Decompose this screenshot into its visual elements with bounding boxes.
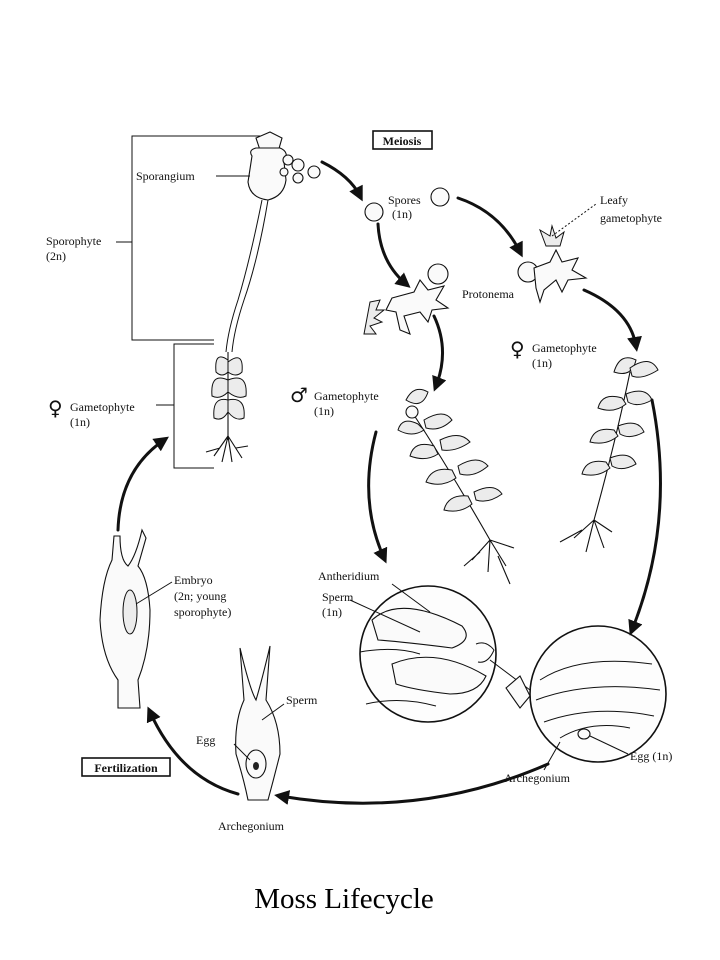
fertilization-label: Fertilization [94,761,158,775]
sperm-label: Sperm [286,693,318,707]
archegonium-fertilization [235,645,281,801]
leafy-gametophyte-label-1: Leafy [600,193,628,207]
leafy-gametophyte-leader [551,203,597,237]
archegonium-zoom-circle [505,625,667,763]
cycle-arrows [116,160,662,805]
sperm-zoom-ploidy: (1n) [322,605,342,619]
female-symbol-left: ♀ [48,396,63,420]
released-spores [279,154,321,184]
archegonium-bottom-label: Archegonium [218,819,285,833]
fertilization-box [81,757,171,777]
female-symbol-right: ♀ [510,337,525,361]
sporophyte-ploidy: (2n) [46,249,66,263]
sporophyte-bracket [131,135,264,341]
antheridium-zoom-circle [359,585,497,723]
embryo-leader [135,581,173,605]
leafy-gametophyte-label-2: gametophyte [600,211,662,225]
female-gametophyte-right-label: Gametophyte [532,341,597,355]
embryo-label-1: Embryo [174,573,213,587]
female-gametophyte-plant-right [559,357,659,553]
sporophyte-plant [225,131,287,353]
female-gametophyte-left-ploidy: (1n) [70,415,90,429]
embryo-label-2: (2n; young [174,589,226,603]
female-gametophyte-left-label: Gametophyte [70,400,135,414]
embryo-archegonium [99,528,151,709]
protonema-right [517,224,588,304]
antheridium-leader [391,583,431,613]
sperm-zoom-label: Sperm [322,590,354,604]
sporophyte-gametophyte-base [205,352,249,463]
spores-ploidy: (1n) [392,207,412,221]
page-title: Moss Lifecycle [254,883,434,915]
sporangium-label: Sporangium [136,169,195,183]
spore-large [364,187,450,222]
male-gametophyte-ploidy: (1n) [314,404,334,418]
egg-leader [233,743,251,761]
spores-label: Spores [388,193,421,207]
archegonium-zoom-label: Archegonium [504,771,571,785]
sperm-leader [261,703,285,721]
meiosis-box [372,130,433,150]
female-gametophyte-right-ploidy: (1n) [532,356,552,370]
antheridium-label: Antheridium [318,569,380,583]
meiosis-label: Meiosis [383,134,422,148]
male-gametophyte-label: Gametophyte [314,389,379,403]
male-symbol: ♂ [290,383,308,407]
egg-zoom-label: Egg (1n) [630,749,672,763]
egg-label: Egg [196,733,215,747]
sperm-zoom-leader [349,599,421,633]
gametophyte-bracket [173,343,214,469]
sporophyte-label: Sporophyte [46,234,101,248]
embryo-label-3: sporophyte) [174,605,231,619]
protonema-label: Protonema [462,287,515,301]
egg-zoom-leader [589,735,629,755]
protonema-center [363,263,450,335]
male-gametophyte-plant [397,388,515,585]
